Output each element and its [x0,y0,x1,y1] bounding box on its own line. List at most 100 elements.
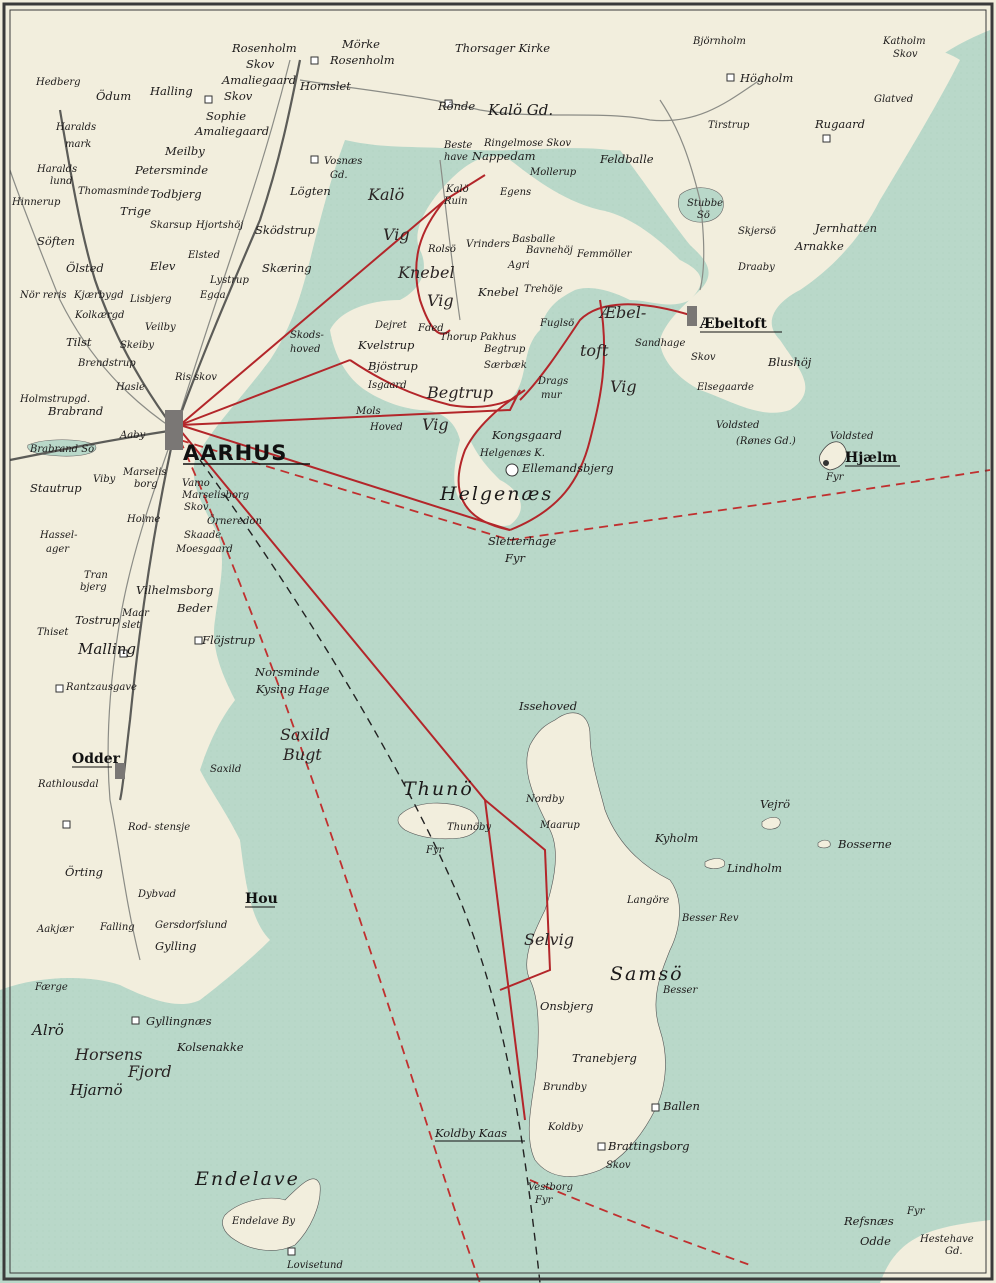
flojstrup-marker [194,636,203,645]
label-blushoj: Blushöj [767,355,812,369]
label-bosserne: Bosserne [837,837,892,851]
label-thomasminde: Thomasminde [78,186,149,197]
label-brundby: Brundby [542,1082,587,1093]
label-hasle: Hasle [115,382,145,393]
label-sletterhage-1: Sletterhage [488,534,557,548]
label-tranebjerg: Tranebjerg [572,1051,637,1065]
label-stubbe-2: Sö [697,210,710,221]
label-onsbjerg: Onsbjerg [540,999,593,1013]
label-bjornholm: Björnholm [692,36,746,47]
label-endelave-by: Endelave By [231,1216,295,1227]
label-kalo-vig-1: Kalö [367,185,404,204]
ferry-routes [179,174,691,1121]
label-besser-rev: Besser Rev [681,913,739,924]
label-kolsenakke: Kolsenakke [176,1040,244,1054]
label-kongsgaard: Kongsgaard [491,428,562,442]
label-skaade: Skaade [184,530,221,541]
label-tirstrup: Tirstrup [708,120,750,131]
label-bjostrup: Bjöstrup [367,359,418,373]
railways [9,59,302,801]
label-elev: Elev [149,259,176,273]
roads [9,59,761,961]
label-draaby: Draaby [737,262,775,273]
label-veilby: Veilby [145,322,176,333]
label-refsnaes-2: Odde [860,1234,891,1248]
label-sophie-2: Amaliegaard [194,124,269,138]
label-mols-hoved-2: Hoved [369,422,403,433]
label-skov: Skov [691,352,716,363]
label-ornereden: Örneredon [207,515,262,527]
odder-marker [115,763,125,779]
label-glatved: Glatved [874,94,913,105]
orting-marker [62,820,71,829]
label-haralds-mark-2: mark [65,139,91,150]
label-rolso: Rolsö [427,244,456,255]
label-rosenholm-skov-2: Skov [246,57,275,71]
label-feldballe: Feldballe [599,152,654,166]
label-horsens-fjord-1: Horsens [74,1045,142,1064]
label-hornslet: Hornslet [299,79,351,93]
label-ronde: Rönde [437,99,475,113]
label-vestborg-1: Vestborg [528,1182,573,1193]
label-vestborg-2: Fyr [534,1195,554,1206]
mols-peninsula [330,156,701,526]
label-norreris: Nör reris [19,290,67,301]
label-hasselager-1: Hassel- [39,530,78,541]
label-ballen: Ballen [662,1099,700,1113]
label-saxild: Saxild [210,764,241,775]
label-lisbjerg: Lisbjerg [129,294,172,305]
label-skodstrup: Sködstrup [255,223,316,237]
bosserne-islet [817,839,831,849]
label-vosnaes-1: Vosnæs [324,156,362,167]
dashed-routes [179,439,991,1283]
label-jernhatten: Jernhatten [813,221,877,235]
label-thorsager: Thorsager Kirke [455,41,550,55]
label-malling: Malling [77,640,136,658]
label-aebeltoft-vig-3: Vig [610,377,637,396]
label-besser: Besser [662,985,698,996]
label-hjaelm: Hjælm [845,450,897,466]
label-meilby: Meilby [164,144,205,158]
label-issehoved: Issehoved [518,699,577,713]
label-dragsmur-2: mur [541,390,563,401]
label-saxild-bugt-1: Saxild [280,725,330,744]
label-femmoller: Femmöller [576,249,633,260]
label-vamo: Vamo [182,478,210,489]
label-todbjerg: Todbjerg [150,187,202,201]
label-gylling: Gylling [155,939,197,953]
hogholm-marker [726,73,735,82]
label-kyholm: Kyholm [654,831,698,845]
label-thorup: Thorup [440,332,477,343]
label-thiset: Thiset [37,627,69,638]
label-hestehave-1: Hestehave [919,1234,974,1245]
label-hogholm: Högholm [739,71,793,85]
label-petersminde: Petersminde [134,163,208,177]
label-basballe: Basballe [511,234,555,245]
label-sandhage: Sandhage [635,338,685,349]
label-voldsted-2: (Rønes Gd.) [736,436,796,447]
label-moesgaard: Moesgaard [175,544,233,555]
town-markers [55,56,831,1256]
label-sophie-1: Sophie [206,109,246,123]
label-egens: Egens [499,187,531,198]
label-aebeltoft-vig-2: toft [580,341,609,360]
label-brabrand: Brabrand [47,404,103,418]
label-kysing-hage: Kysing Hage [255,682,330,696]
label-vrinders: Vrinders [466,239,510,250]
label-morke: Mörke [341,37,380,51]
label-aarhus: AARHUS [183,441,287,465]
label-trige: Trige [120,204,151,218]
label-skarsup: Skarsup [150,220,192,231]
label-rodstensje: Rod- stensje [127,822,190,833]
label-bestehave-2: have [444,152,468,163]
label-brabrand-so: Brabrand Sö [29,444,94,455]
label-gyllingnaes: Gyllingnæs [146,1014,212,1028]
label-foed: Fded [417,323,444,334]
label-bestehave-1: Beste [443,140,472,151]
label-tilst: Tilst [66,335,92,349]
label-knebel-vig-2: Vig [427,291,454,310]
label-lystrup: Lystrup [209,275,249,286]
label-viby: Viby [93,474,116,485]
